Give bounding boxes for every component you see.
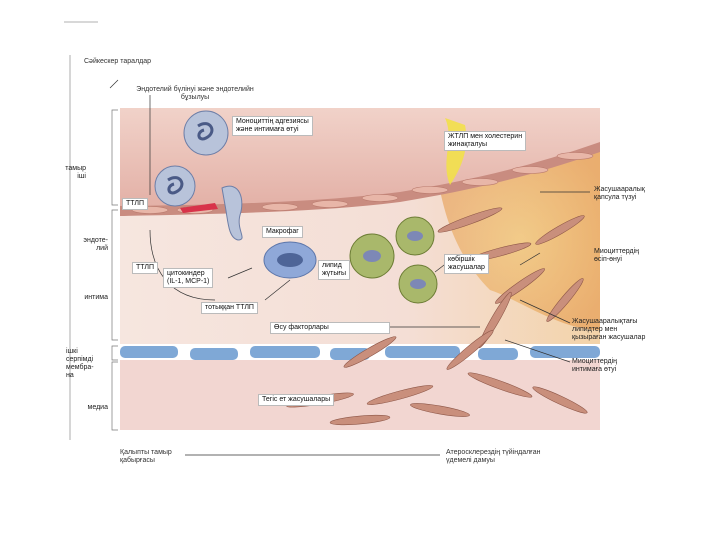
label-bottom-right: Атеросклерездің түйіндалған үдемелі даму…	[446, 449, 541, 464]
label-monocyte-adhesion: Моноциттің адгезиясы және интимаға өтуі	[232, 116, 313, 136]
label-lipid-core: липид жүтығы	[318, 260, 351, 280]
endothelium-layer	[120, 142, 600, 216]
label-macrophage: Макрофаг	[262, 226, 303, 238]
smooth-muscle-cells	[286, 207, 588, 426]
label-ldl-left: ТТЛП	[122, 198, 149, 210]
label-intima: интима	[84, 294, 108, 301]
internal-elastic-membrane	[120, 346, 600, 360]
label-cytokines: цитокиндер (IL-1, MCP-1)	[163, 268, 214, 288]
label-ldl-lower: ТТЛП	[132, 262, 159, 274]
label-foam-cells: көбіршік жасушалар	[444, 254, 489, 274]
label-media: медиа	[87, 404, 108, 411]
label-bottom-left: Қалыпты тамыр қабырғасы	[120, 449, 172, 464]
label-cells-connective: Жасушааралықтағы липидтер мен қызыраған …	[572, 318, 646, 341]
label-smooth-muscle: Тегіс ет жасушалары	[258, 394, 335, 406]
label-connective-capsule: Жасушааралық қапсула түзуі	[594, 186, 645, 201]
label-vessel-lumen: тамыр іші	[65, 165, 86, 180]
label-endothelium: эндоте- лий	[83, 237, 108, 252]
label-growth-factors: Өсу факторлары	[270, 322, 390, 334]
label-endothelium-damage: Эндотелий бүлінуі және эндотелийн бұзылу…	[136, 86, 254, 101]
label-internal-elastic: ішкі серпімді мембра- на	[66, 348, 94, 379]
label-ldl-cholesterol: ЖТЛП мен холестерин жинақталуы	[444, 131, 527, 151]
lipid-plaque	[440, 150, 600, 330]
label-myocyte-proliferation: Миоциттердің өсіп-өнуі	[594, 248, 640, 263]
label-oxidized-ldl: тотыққан ТТЛП	[201, 302, 258, 314]
label-top: Сәйкескер таралдар	[84, 58, 152, 65]
monocyte-cells	[154, 110, 243, 241]
endothelial-damage	[180, 203, 218, 213]
label-myocyte-migration: Миоциттердің интимаға өтуі	[572, 358, 618, 373]
